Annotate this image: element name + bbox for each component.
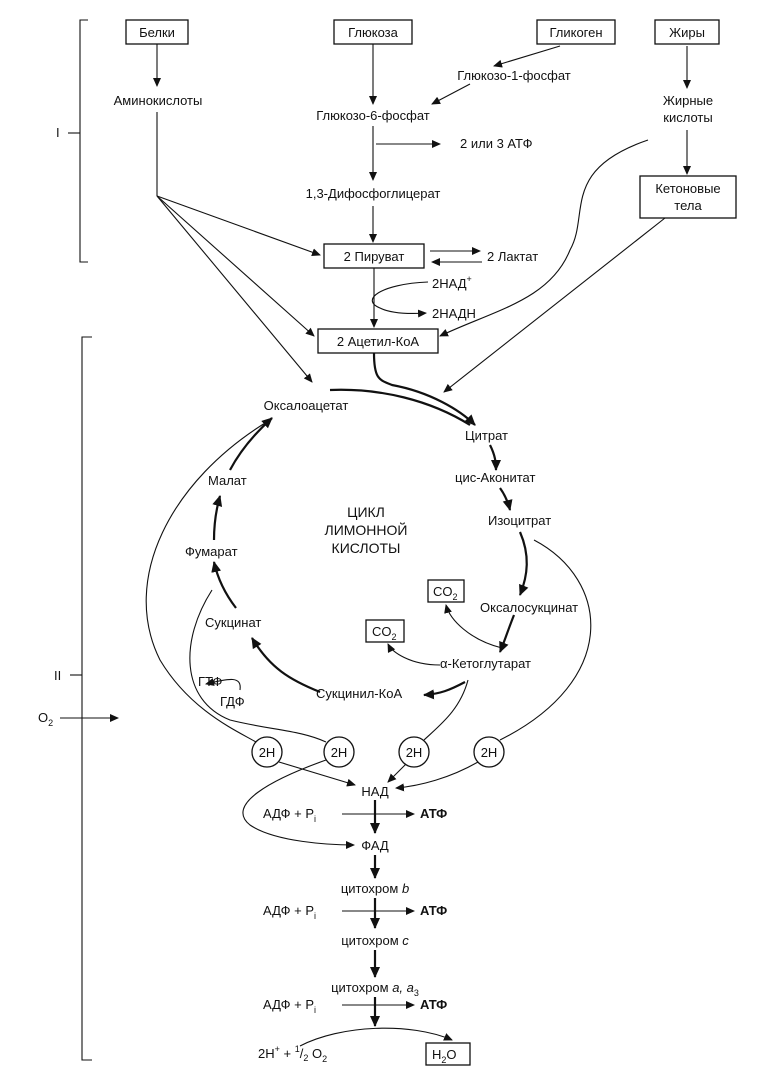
cycle-title-line-2: ЛИМОННОЙ [325,521,408,538]
svg-text:цитохром c: цитохром c [341,933,409,948]
citrate-label: Цитрат [465,428,508,443]
glycogen-box [536,19,616,45]
svg-text:АДФ + Pi: АДФ + Pi [263,903,316,921]
svg-text:цитохром b: цитохром b [341,881,409,896]
atp-label-3: АТФ [420,997,447,1012]
citric-acid-cycle [211,352,529,700]
glycogen-label: Гликоген [549,25,602,40]
ketone-bodies-label-2: тела [674,198,702,213]
succinyl-coa-label: Сукцинил-КоА [316,686,402,701]
stage-1-bracket: I [56,19,88,263]
atp-label-2: АТФ [420,903,447,918]
proton-oxygen-label: 2H+ + 1/2 O2 [258,1044,327,1064]
hydrogen-label-4: 2H [481,745,498,760]
o2-label: O [38,710,48,725]
malate-label: Малат [208,473,247,488]
cytochrome-a-label: цитохром [331,980,392,995]
fumarate-label: Фумарат [185,544,238,559]
co2-label-1: CO [433,584,453,599]
diphosphoglycerate-label: 1,3-Дифосфоглицерат [306,186,441,201]
svg-text:CO2: CO2 [372,624,397,642]
svg-text:цитохром a, a3: цитохром a, a3 [331,980,419,998]
respiratory-chain-arrows [299,800,453,1047]
nadh-label: 2НАДН [432,306,476,321]
glucose-1-phosphate-label: Глюкозо-1-фосфат [457,68,571,83]
cycle-title-line-1: ЦИКЛ [347,504,385,520]
gdp-label: ГДФ [220,694,245,709]
atp-label-1: АТФ [420,806,447,821]
glucose-6-phosphate-label: Глюкозо-6-фосфат [316,108,430,123]
cycle-side-arrows [205,604,503,691]
hydrogen-circles: 2H 2H 2H 2H [251,736,505,768]
stage-1-label: I [56,125,60,140]
cycle-title-line-3: КИСЛОТЫ [332,540,401,556]
alpha-ketoglutarate-label: α-Кетоглутарат [440,656,531,671]
water-box [425,1042,471,1066]
acetyl-coa-label: 2 Ацетил-КоА [337,334,420,349]
oxygen-input: O2 [38,710,119,728]
cis-aconitate-label: цис-Аконитат [455,470,535,485]
hydrogen-label-2: 2H [331,745,348,760]
fatty-acids-label-2: кислоты [663,110,712,125]
hydrogen-circle-3 [398,736,430,768]
proteins-label: Белки [139,25,175,40]
hydrogen-label-3: 2H [406,745,423,760]
fatty-acids-label-1: Жирные [663,93,713,108]
atp-yield-label: 2 или 3 АТФ [460,136,533,151]
cytochrome-c-label: цитохром [341,933,402,948]
fats-label: Жиры [669,25,705,40]
svg-text:H2O: H2O [432,1047,457,1065]
hydrogen-connectors [145,419,592,849]
stage-1-arrows [153,44,691,393]
adp-pi-label-1: АДФ + P [263,806,314,821]
adp-pi-label-2: АДФ + P [263,903,314,918]
co2-box-2 [365,619,405,643]
hydrogen-label-1: 2H [259,745,276,760]
svg-text:O2: O2 [38,710,53,728]
oxalosuccinate-label: Оксалосукцинат [480,600,578,615]
hydrogen-circle-4 [473,736,505,768]
ketone-bodies-label-1: Кетоновые [655,181,720,196]
hydrogen-circle-1 [251,736,283,768]
cytochrome-b-label: цитохром [341,881,402,896]
oxaloacetate-label: Оксалоацетат [264,398,349,413]
isocitrate-label: Изоцитрат [488,513,551,528]
svg-text:2НАД+: 2НАД+ [432,274,472,291]
fad-label: ФАД [361,838,389,853]
svg-text:АДФ + Pi: АДФ + Pi [263,806,316,824]
water-label: H [432,1047,441,1062]
svg-text:АДФ + Pi: АДФ + Pi [263,997,316,1015]
amino-acids-label: Аминокислоты [114,93,203,108]
svg-text:CO2: CO2 [433,584,458,602]
fats-box [654,19,720,45]
stage-2-bracket: II [54,336,92,1061]
nad-label: НАД [361,784,388,799]
adp-pi-label-3: АДФ + P [263,997,314,1012]
pyruvate-label: 2 Пируват [344,249,405,264]
co2-box-1 [427,579,465,603]
glucose-label: Глюкоза [348,25,399,40]
proteins-box [125,19,189,45]
succinate-label: Сукцинат [205,615,261,630]
nad-plus-label: 2НАД [432,276,467,291]
acetyl-coa-box [317,328,439,354]
hydrogen-circle-2 [323,736,355,768]
stage-2-label: II [54,668,61,683]
lactate-label: 2 Лактат [487,249,538,264]
ketone-bodies-box [639,175,737,219]
glucose-box [333,19,413,45]
co2-label-2: CO [372,624,392,639]
